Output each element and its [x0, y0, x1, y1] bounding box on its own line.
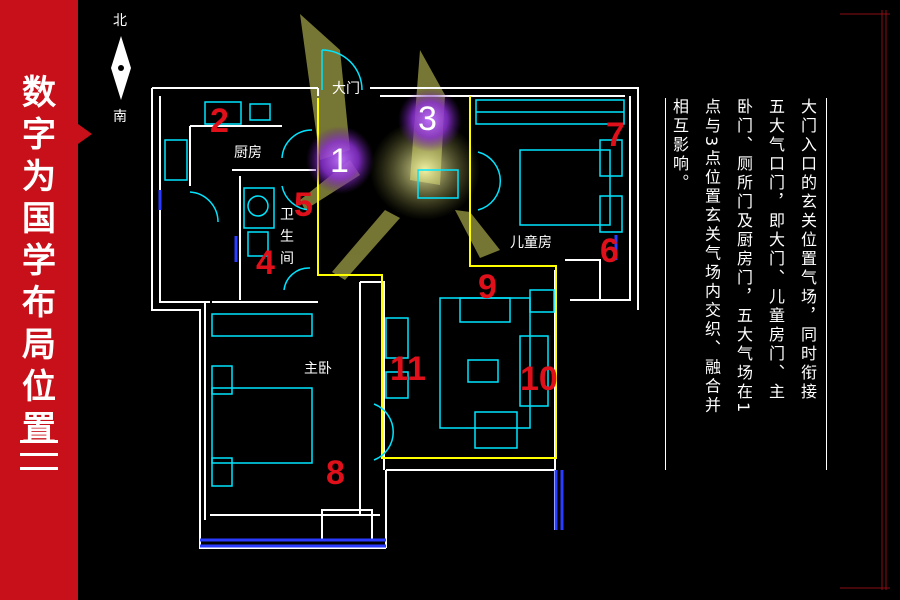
compass-south: 南 [113, 109, 127, 125]
decorative-lines [840, 10, 890, 590]
room-label-kids-room: 儿童房 [510, 235, 552, 251]
glow-marker-1-label: 1 [330, 142, 349, 180]
description-line: 相互影响。 [670, 98, 689, 193]
marker-2: 2 [210, 102, 229, 140]
sidebar-title-char: 布 [22, 283, 56, 323]
sidebar-title-char: 局 [22, 325, 56, 365]
description-line: 大门入口的玄关位置气场，同时衔接 [798, 98, 817, 402]
room-label-bathroom: 卫 [280, 207, 294, 223]
room-label-kitchen: 厨房 [234, 145, 262, 161]
room-label-master-bedroom: 主卧 [304, 361, 332, 377]
room-label-front-door: 大门 [332, 81, 360, 97]
furniture [164, 99, 625, 487]
compass-north: 北 [113, 13, 127, 29]
room-label-bathroom: 生 [280, 229, 294, 245]
windows [158, 190, 618, 548]
description-line: 五大气口门，即大门、儿童房门、主 [766, 98, 785, 402]
marker-8: 8 [326, 454, 345, 492]
sidebar-title-char: 国 [22, 199, 56, 239]
doors [189, 49, 502, 461]
glow-marker-3-label: 3 [418, 100, 437, 138]
room-label-bathroom: 间 [280, 251, 294, 267]
sidebar-title-char: 位 [22, 367, 56, 407]
compass-icon [111, 36, 131, 100]
sidebar-title-char: 为 [22, 157, 56, 197]
sidebar-title-char: 字 [22, 115, 56, 155]
description-block: 大门入口的玄关位置气场，同时衔接 五大气口门，即大门、儿童房门、主 卧门、厕所门… [665, 98, 827, 470]
sidebar-title-char: 数 [22, 73, 56, 113]
marker-5: 5 [294, 186, 313, 224]
glow-marker-1 [306, 126, 374, 194]
walls [151, 87, 639, 549]
sidebar: 数 字 为 国 学 布 局 位 置 [0, 0, 78, 600]
sidebar-arrow [78, 124, 92, 144]
sidebar-title: 数 字 为 国 学 布 局 位 置 [0, 72, 78, 450]
description-line: 卧门、厕所门及厨房门，五大气场在1 [734, 98, 753, 416]
living-room-outline [317, 96, 557, 459]
sidebar-title-char: 学 [22, 241, 56, 281]
marker-10: 10 [520, 360, 558, 398]
description-line: 点与3点位置玄关气场内交织、融合并 [702, 98, 721, 416]
marker-6: 6 [600, 232, 619, 270]
sidebar-roman-three [20, 438, 58, 472]
glow-marker-3 [398, 88, 462, 152]
marker-4: 4 [256, 244, 275, 282]
marker-9: 9 [478, 268, 497, 306]
marker-7: 7 [606, 116, 625, 154]
floor-plan [111, 14, 639, 549]
marker-11: 11 [390, 350, 426, 388]
